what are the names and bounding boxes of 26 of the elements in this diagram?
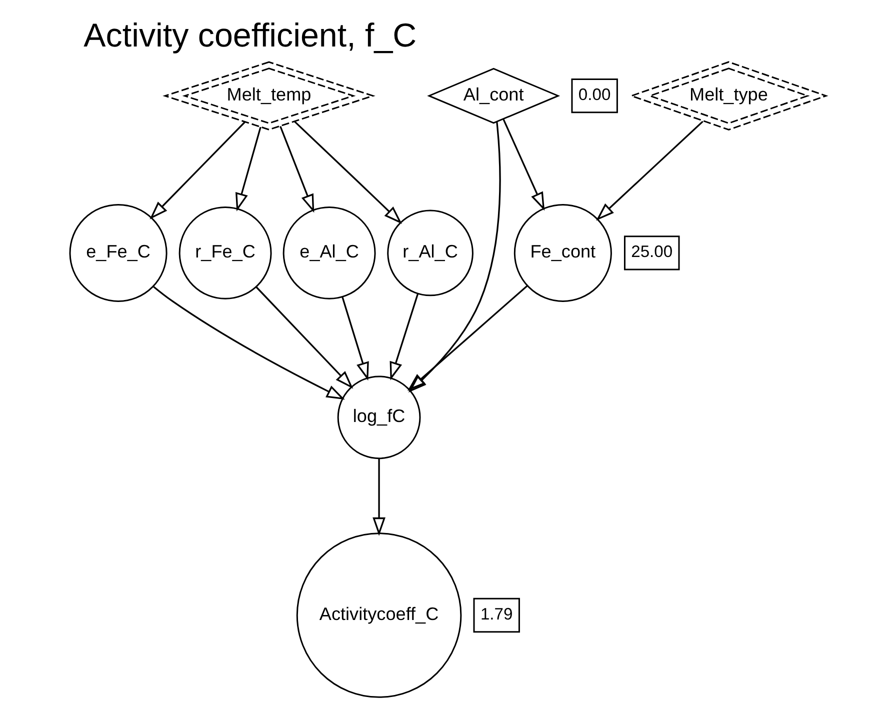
diagram-title: Activity coefficient, f_C [83, 18, 416, 55]
arrow [279, 126, 314, 213]
node-circle: e_Fe_C [68, 204, 167, 302]
arrow [234, 126, 261, 212]
node-circle: e_Al_C [282, 206, 376, 300]
arrow [341, 296, 368, 381]
node-diamond: Melt_temp [162, 61, 375, 130]
node-diamond: Al_cont [426, 68, 560, 124]
arrow [389, 294, 418, 380]
arrow [406, 285, 528, 391]
arrow [254, 286, 353, 389]
node-label: 25.00 [630, 242, 672, 262]
arrow [149, 122, 245, 220]
node-circle: Activitycoeff_C [296, 532, 462, 698]
node-circle: Fe_cont [513, 204, 612, 302]
arrow [408, 122, 500, 393]
arrow [152, 286, 344, 400]
arrow [596, 120, 703, 221]
arrow [372, 458, 385, 536]
node-circle: r_Fe_C [178, 206, 272, 300]
node-circle: r_Al_C [386, 210, 473, 296]
node-label: 0.00 [578, 85, 610, 104]
node-circle: log_fC [336, 376, 420, 460]
node-label: 1.79 [480, 604, 512, 624]
arrow [502, 119, 544, 211]
arrow [294, 120, 402, 224]
